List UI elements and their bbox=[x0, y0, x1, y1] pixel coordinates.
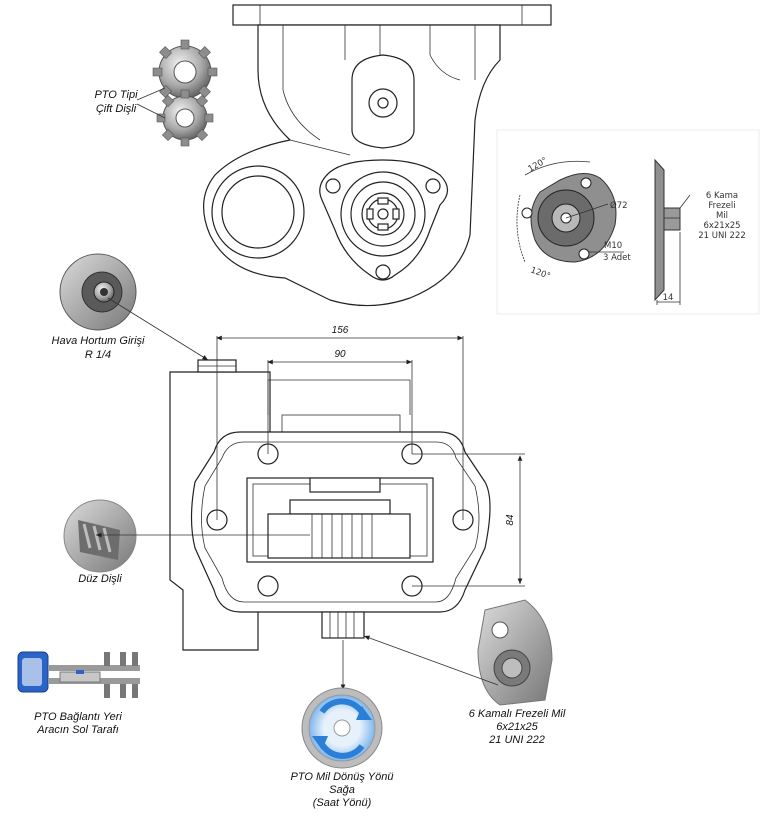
spur-gear-label: Düz Dişli bbox=[78, 573, 122, 585]
gear-type-label: PTO Tipi Çift Dişli bbox=[94, 89, 138, 115]
svg-text:21 UNI 222: 21 UNI 222 bbox=[488, 734, 545, 746]
gear-leader bbox=[136, 87, 166, 101]
mount-location-label: PTO Bağlantı Yeri Aracın Sol Tarafı bbox=[34, 711, 122, 736]
svg-text:M10: M10 bbox=[604, 241, 622, 251]
dim-overall-width: 156 bbox=[332, 325, 349, 336]
svg-text:6 Kamalı Frezeli Mil: 6 Kamalı Frezeli Mil bbox=[469, 708, 566, 720]
rotation-label: PTO Mil Dönüş Yönü Sağa (Saat Yönü) bbox=[291, 771, 394, 809]
flange-detail-panel bbox=[496, 129, 760, 315]
svg-text:Sağa: Sağa bbox=[329, 784, 355, 796]
spur-gear-photo bbox=[63, 499, 137, 573]
air-hose-photo bbox=[59, 253, 137, 331]
double-gear-icon bbox=[152, 39, 218, 147]
spur-gear-icon bbox=[267, 513, 411, 559]
svg-text:6x21x25: 6x21x25 bbox=[703, 221, 740, 231]
svg-text:Frezeli: Frezeli bbox=[708, 201, 735, 211]
shaft-leader bbox=[363, 635, 499, 686]
svg-text:(Saat Yönü): (Saat Yönü) bbox=[313, 797, 372, 809]
housing-top-view bbox=[202, 4, 552, 307]
gear-leader-2 bbox=[136, 103, 166, 119]
svg-text:R 1/4: R 1/4 bbox=[85, 349, 111, 361]
svg-text:21 UNI 222: 21 UNI 222 bbox=[698, 231, 746, 241]
svg-text:3 Adet: 3 Adet bbox=[603, 253, 631, 263]
svg-text:Ø72: Ø72 bbox=[610, 200, 628, 211]
svg-text:PTO Bağlantı Yeri: PTO Bağlantı Yeri bbox=[34, 711, 122, 723]
shaft-label: 6 Kamalı Frezeli Mil 6x21x25 21 UNI 222 bbox=[469, 708, 566, 746]
air-hose-label: Hava Hortum Girişi R 1/4 bbox=[52, 335, 145, 361]
svg-text:Aracın Sol Tarafı: Aracın Sol Tarafı bbox=[36, 724, 119, 736]
dimension-lines bbox=[216, 335, 525, 587]
spline-shaft-icon bbox=[366, 197, 400, 231]
air-hose-leader bbox=[107, 297, 209, 361]
svg-text:PTO Tipi: PTO Tipi bbox=[94, 89, 138, 101]
dim-height: 84 bbox=[505, 514, 516, 526]
svg-text:14: 14 bbox=[663, 293, 674, 303]
dim-bolt-spacing: 90 bbox=[334, 349, 346, 360]
svg-text:PTO Mil Dönüş Yönü: PTO Mil Dönüş Yönü bbox=[291, 771, 394, 783]
rotation-direction-icon bbox=[301, 687, 383, 769]
shaft-photo bbox=[477, 599, 553, 706]
housing-front-view bbox=[169, 359, 491, 651]
svg-text:Mil: Mil bbox=[716, 211, 728, 221]
svg-text:6 Kama: 6 Kama bbox=[706, 191, 738, 201]
svg-text:Çift Dişli: Çift Dişli bbox=[96, 103, 137, 115]
truck-icon bbox=[17, 651, 140, 698]
svg-text:Hava Hortum Girişi: Hava Hortum Girişi bbox=[52, 335, 145, 347]
svg-text:6x21x25: 6x21x25 bbox=[496, 721, 538, 733]
